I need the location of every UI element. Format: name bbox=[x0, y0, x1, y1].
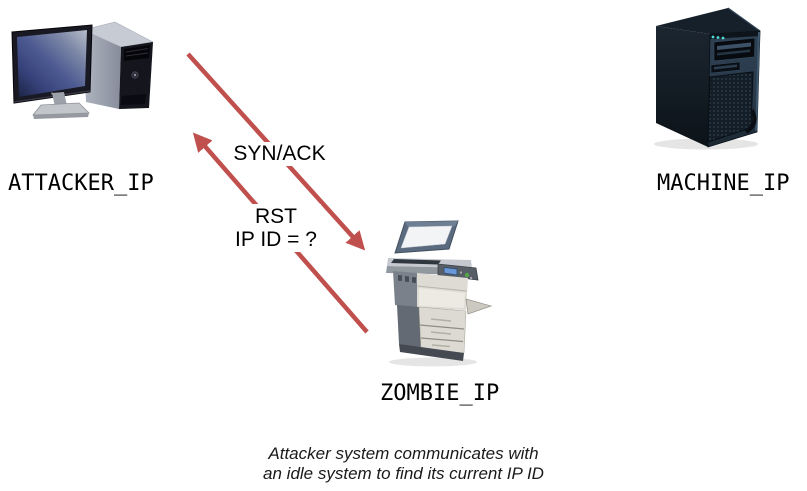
desktop-computer-icon bbox=[11, 21, 154, 119]
zombie-ip-label: ZOMBIE_IP bbox=[380, 381, 500, 406]
caption-line-1: Attacker system communicates with bbox=[268, 444, 539, 463]
caption-line-2: an idle system to find its current IP ID bbox=[263, 464, 544, 483]
server-tower-icon bbox=[654, 7, 761, 150]
rst-message-label: RST IP ID = ? bbox=[231, 204, 321, 252]
machine-ip-label: MACHINE_IP bbox=[657, 171, 790, 196]
ip-id-message-line: IP ID = ? bbox=[235, 228, 317, 251]
diagram-caption: Attacker system communicates with an idl… bbox=[0, 444, 807, 484]
syn-ack-message-label: SYN/ACK bbox=[233, 142, 326, 166]
rst-message-line: RST bbox=[255, 205, 297, 228]
multifunction-printer-icon bbox=[386, 220, 493, 367]
attacker-ip-label: ATTACKER_IP bbox=[8, 171, 154, 196]
